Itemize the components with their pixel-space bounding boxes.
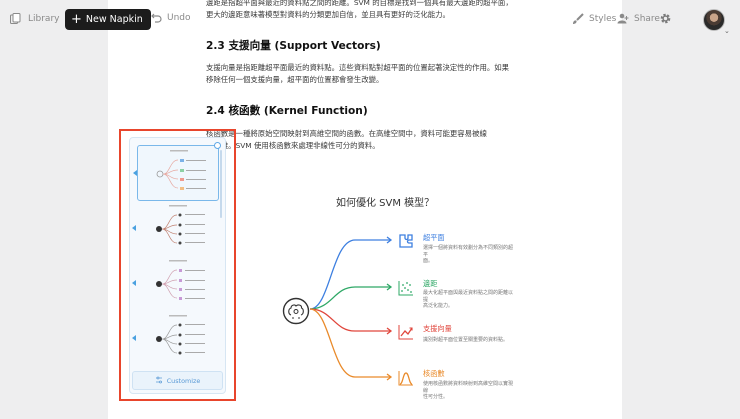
section-paragraph: 支援向量是指距離超平面最近的資料點。這些資料點對超平面的位置起著決定性的作用。如…: [206, 63, 510, 84]
mindmap-connectors: [309, 236, 393, 381]
mindmap-thumbnail-icon: [156, 315, 205, 355]
node-title: 核函數: [423, 369, 445, 378]
node-title: 超平面: [423, 233, 445, 242]
avatar[interactable]: [703, 9, 725, 31]
node-description: 識別對超平面位置至關重要的資料點。: [423, 337, 509, 343]
styles-label: Styles: [589, 14, 617, 24]
style-thumbnail[interactable]: [132, 256, 219, 312]
style-thumbnail[interactable]: [133, 145, 219, 201]
style-thumbnail[interactable]: [132, 201, 219, 257]
mindmap-thumbnail-icon: [156, 205, 205, 245]
share-button[interactable]: Share: [617, 13, 660, 24]
node-description: 選擇一個將資料有效劃分為不同類別的超平 面。: [423, 245, 514, 264]
plus-icon: +: [71, 11, 82, 27]
undo-icon: [151, 13, 162, 23]
bell-curve-icon: [398, 371, 413, 386]
style-thumbnail[interactable]: [132, 311, 219, 367]
brush-icon: [572, 13, 584, 25]
library-button[interactable]: Library: [10, 13, 59, 24]
node-title: 邊距: [423, 279, 438, 288]
node-description: 最大化超平面與最近資料點之間的距離以提 高泛化能力。: [423, 290, 514, 309]
brain-gear-icon: [282, 297, 310, 325]
library-label: Library: [28, 13, 60, 24]
node-description: 使用核函數將資料映射到高維空間以實現線 性可分性。: [423, 381, 514, 400]
node-title: 支援向量: [423, 324, 452, 333]
puzzle-icon: [399, 234, 413, 248]
settings-button[interactable]: [659, 12, 672, 25]
library-icon: [10, 13, 22, 24]
selection-handle[interactable]: [214, 142, 221, 149]
gear-icon: [659, 12, 672, 25]
caret-left-icon: [132, 335, 136, 341]
caret-left-icon: [132, 280, 136, 286]
intro-paragraph: 邊距是指超平面與最近的資料點之間的距離。SVM 的目標是找到一個具有最大邊距的超…: [206, 0, 513, 19]
mindmap-thumbnail-icon: [156, 260, 205, 300]
caret-left-icon: [132, 225, 136, 231]
new-napkin-label: New Napkin: [85, 14, 143, 25]
customize-label: Customize: [166, 376, 201, 385]
share-label: Share: [634, 13, 660, 24]
section-heading: 2.3 支援向量 (Support Vectors): [206, 40, 381, 52]
undo-button[interactable]: Undo: [151, 13, 191, 23]
sliders-icon: [155, 376, 163, 386]
highlight-frame: [119, 129, 236, 401]
section-paragraph: 核函數是一種將原始空間映射到高維空間的函數。在高維空間中，資料可能更容易被線 性…: [206, 129, 487, 150]
mindmap-thumbnail-icon: [156, 150, 206, 190]
panel-scrollbar[interactable]: [220, 150, 222, 218]
new-napkin-button[interactable]: + New Napkin: [65, 9, 151, 30]
user-share-icon: [617, 13, 629, 24]
chart-up-icon: [398, 325, 413, 340]
section-heading: 2.4 核函數 (Kernel Function): [206, 105, 368, 117]
styles-button[interactable]: Styles: [572, 13, 616, 25]
chevron-down-icon[interactable]: ⌄: [724, 27, 730, 35]
undo-label: Undo: [167, 13, 191, 23]
caret-left-icon: [133, 170, 137, 176]
scatter-icon: [398, 281, 413, 296]
customize-button[interactable]: Customize: [132, 371, 223, 390]
diagram-title: 如何優化 SVM 模型？: [336, 198, 435, 209]
